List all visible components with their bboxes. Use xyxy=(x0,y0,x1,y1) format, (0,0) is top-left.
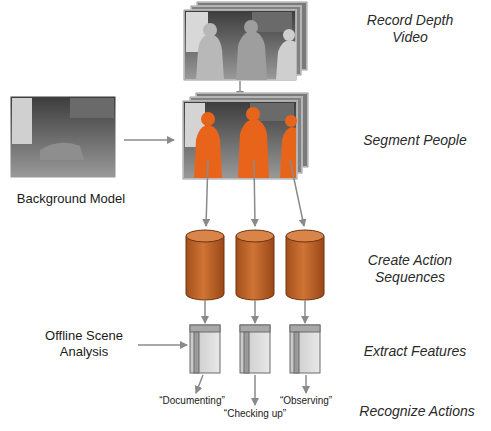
side-label: Offline Scene Analysis xyxy=(34,328,134,359)
image-panel: Background Model xyxy=(8,94,134,206)
stage-label: Segment People xyxy=(350,132,480,149)
stage-label: Recognize Actions xyxy=(350,403,484,420)
stage-label: Record Depth Video xyxy=(356,12,464,46)
image-caption: Background Model xyxy=(8,191,134,206)
action-label: “Documenting” xyxy=(150,395,234,407)
action-label: “Checking up” xyxy=(213,408,297,420)
stage-label: Create Action Sequences xyxy=(356,252,464,286)
action-label: “Observing” xyxy=(270,395,342,407)
stage-label: Extract Features xyxy=(350,343,480,360)
